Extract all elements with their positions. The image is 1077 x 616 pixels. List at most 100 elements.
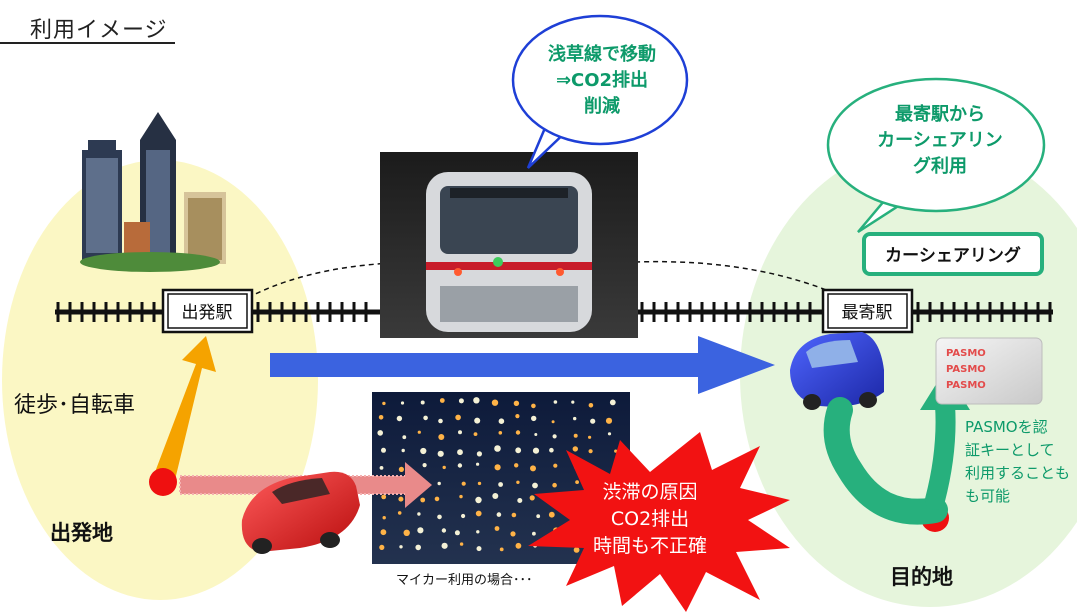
pasmo-card-line-2: PASMO [946, 364, 986, 375]
pasmo-note-line-2: 証キーとして [965, 441, 1055, 459]
traffic-light-dot [498, 482, 503, 487]
pasmo-card-line-3: PASMO [946, 380, 986, 391]
traffic-light-dot [396, 415, 403, 422]
departure-station-sign: 出発駅 [161, 288, 254, 334]
traffic-light-dot [494, 445, 501, 452]
traffic-light-dot [553, 400, 558, 404]
traffic-light-dot [552, 434, 557, 439]
burst-line-3: 時間も不正確 [593, 535, 707, 557]
traffic-light-dot [473, 432, 478, 436]
traffic-light-dot [536, 514, 541, 519]
departure-station-label: 出発駅 [182, 303, 233, 323]
traffic-light-dot [492, 493, 499, 499]
traffic-light-dot [422, 463, 427, 468]
traffic-light-dot [549, 447, 554, 453]
traffic-light-dot [532, 447, 540, 454]
traffic-light-dot [438, 434, 445, 440]
traffic-light-dot [379, 544, 385, 551]
traffic-light-dot [439, 398, 445, 403]
traffic-light-dot [417, 430, 421, 434]
carshare-bubble-line-1: 最寄駅から [895, 103, 985, 125]
traffic-light-dot [573, 547, 580, 553]
train-bubble-line-1: 浅草線で移動 [548, 43, 656, 65]
traffic-light-dot [458, 430, 462, 435]
train-bubble-line-2: ⇒CO2排出 [556, 69, 648, 91]
traffic-light-dot [513, 400, 520, 406]
traffic-light-dot [605, 417, 613, 424]
traffic-light-dot [588, 435, 592, 439]
pasmo-card-line-1: PASMO [946, 348, 986, 359]
traffic-light-dot [499, 547, 504, 552]
traffic-light-dot [401, 448, 405, 453]
dashed-curve-right [634, 260, 851, 301]
traffic-light-dot [402, 435, 407, 440]
traffic-light-dot [494, 526, 500, 531]
orange-walk-arrow [152, 336, 216, 484]
traffic-light-dot [437, 481, 441, 486]
traffic-light-dot [607, 432, 612, 436]
traffic-light-dot [517, 498, 523, 503]
traffic-light-dot [400, 401, 405, 405]
traffic-light-dot [515, 414, 520, 419]
traffic-light-dot [588, 403, 594, 408]
traffic-light-dot [476, 462, 480, 466]
traffic-light-dot [434, 496, 440, 502]
traffic-light-dot [494, 464, 501, 471]
traffic-light-dot [551, 420, 555, 424]
traffic-light-dot [516, 480, 520, 484]
traffic-light-dot [473, 397, 480, 404]
traffic-light-dot [552, 482, 557, 488]
traffic-light-dot [474, 417, 481, 424]
traffic-light-dot [377, 430, 384, 436]
carshare-sign: カーシェアリング [862, 232, 1044, 276]
traffic-light-dot [529, 495, 535, 501]
destination-label: 目的地 [890, 565, 953, 589]
carshare-sign-label: カーシェアリング [885, 245, 1021, 266]
pasmo-card-icon: PASMO PASMO PASMO [935, 337, 1043, 405]
traffic-light-dot [417, 527, 424, 534]
traffic-light-dot [457, 449, 463, 456]
nearest-station-sign: 最寄駅 [821, 288, 914, 334]
congestion-burst: 渋滞の原因 CO2排出 時間も不正確 [528, 432, 790, 612]
traffic-light-dot [532, 531, 536, 536]
traffic-light-dot [379, 466, 384, 470]
traffic-light-dot [548, 511, 555, 518]
traffic-light-dot [461, 481, 466, 486]
traffic-light-dot [514, 463, 519, 468]
nearest-station-label: 最寄駅 [842, 303, 893, 323]
city-buildings-icon [80, 112, 226, 272]
walk-bike-label: 徒歩･自転車 [14, 393, 135, 418]
traffic-light-dot [423, 415, 428, 421]
carshare-bubble-line-2: カーシェアリン [877, 130, 1003, 151]
traffic-light-dot [475, 510, 482, 517]
traffic-light-dot [553, 463, 558, 468]
carshare-speech-bubble: 最寄駅から カーシェアリン グ利用 [826, 77, 1046, 234]
page-title: 利用イメージ [30, 18, 168, 43]
traffic-light-dot [609, 399, 616, 406]
traffic-light-dot [572, 446, 578, 452]
traffic-light-dot [420, 497, 426, 503]
traffic-light-dot [442, 465, 446, 470]
traffic-light-dot [380, 529, 387, 536]
traffic-light-dot [415, 544, 422, 551]
traffic-light-dot [496, 512, 502, 517]
traffic-light-dot [534, 433, 538, 436]
traffic-light-dot [455, 414, 461, 421]
traffic-light-dot [382, 401, 386, 406]
traffic-light-dot [420, 447, 427, 455]
traffic-light-dot [530, 465, 536, 472]
blue-car-icon [790, 332, 884, 410]
traffic-light-dot [403, 529, 410, 536]
traffic-light-dot [475, 496, 482, 504]
traffic-light-dot [590, 418, 596, 424]
traffic-light-dot [461, 513, 466, 519]
traffic-light-dot [417, 512, 421, 516]
traffic-light-dot [532, 482, 538, 489]
traffic-light-dot [575, 480, 579, 484]
origin-label: 出発地 [50, 521, 113, 545]
train-photo [380, 152, 638, 338]
traffic-light-dot [398, 496, 404, 502]
traffic-light-dot [441, 528, 447, 533]
